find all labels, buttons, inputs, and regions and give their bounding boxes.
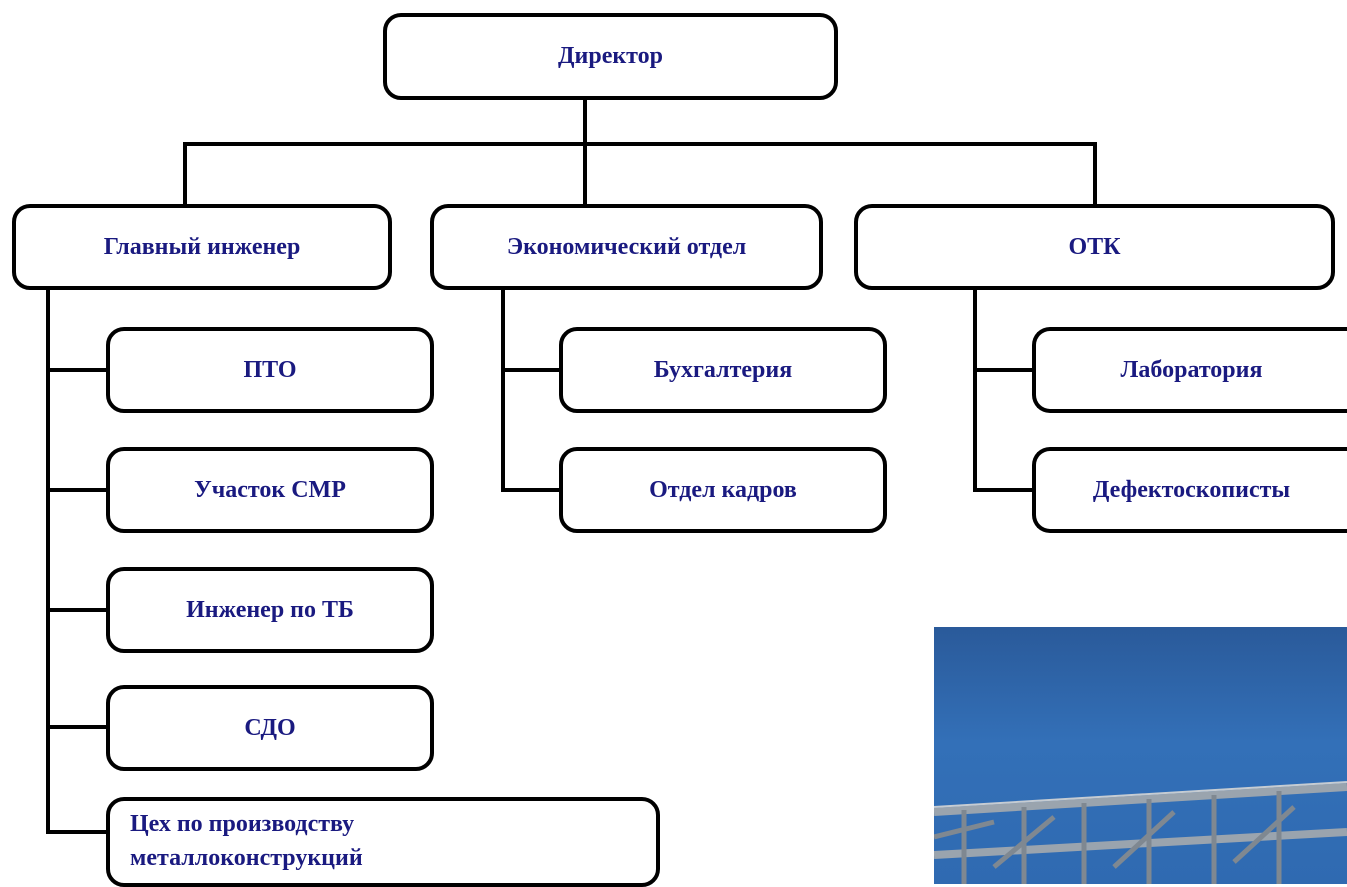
- economic-department-label: Экономический отдел: [506, 233, 747, 260]
- laboratory-label: Лаборатория: [1120, 356, 1263, 383]
- otk-label: ОТК: [1068, 233, 1121, 260]
- workshop-label: Цех по производству металлоконструкций: [130, 811, 363, 871]
- safety-engineer-label: Инженер по ТБ: [186, 596, 354, 623]
- laboratory-box: Лаборатория: [1032, 327, 1347, 413]
- accounting-label: Бухгалтерия: [653, 356, 793, 383]
- chief-engineer-label: Главный инженер: [103, 233, 301, 260]
- chief-engineer-box: Главный инженер: [12, 204, 392, 290]
- director-label: Директор: [558, 43, 663, 69]
- director-box: Директор: [383, 13, 838, 100]
- sdo-label: СДО: [244, 714, 296, 741]
- workshop-box: Цех по производству металлоконструкций: [106, 797, 660, 887]
- economic-department-box: Экономический отдел: [430, 204, 823, 290]
- hr-department-label: Отдел кадров: [649, 476, 797, 503]
- accounting-box: Бухгалтерия: [559, 327, 887, 413]
- steel-frame-illustration: [934, 781, 1347, 884]
- safety-engineer-box: Инженер по ТБ: [106, 567, 434, 653]
- defectoscopists-label: Дефектоскописты: [1092, 476, 1291, 503]
- smr-section-box: Участок СМР: [106, 447, 434, 533]
- hr-department-box: Отдел кадров: [559, 447, 887, 533]
- pto-label: ПТО: [243, 356, 297, 383]
- pto-box: ПТО: [106, 327, 434, 413]
- defectoscopists-box: Дефектоскописты: [1032, 447, 1347, 533]
- sdo-box: СДО: [106, 685, 434, 771]
- steel-structure-photo: [934, 627, 1347, 884]
- smr-section-label: Участок СМР: [194, 476, 346, 503]
- otk-box: ОТК: [854, 204, 1335, 290]
